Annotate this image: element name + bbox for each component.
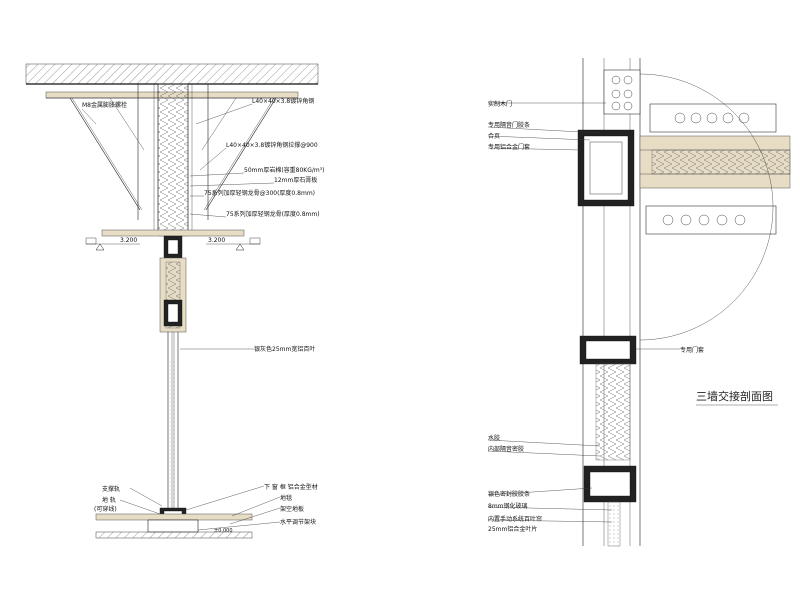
label-louver-inner: 内置手动系统百叶帘 xyxy=(488,515,542,523)
upper-wall-block xyxy=(603,69,641,115)
raised-floor xyxy=(95,513,253,521)
label-door-stop: 专用门套 xyxy=(680,346,704,354)
label-louver: 银灰色25mm宽铝百叶 xyxy=(254,345,315,353)
suspended-floor xyxy=(101,229,245,237)
label-door-seal: 专用隔音门胶条 xyxy=(488,121,530,129)
elev-right-text: 3.200 xyxy=(208,237,225,244)
label-ground-rail: 地 轨 xyxy=(102,496,116,504)
label-ground-rail-note: (可穿线) xyxy=(94,505,117,513)
elevation-marker-right: 3.200 xyxy=(206,237,261,251)
glass-pane xyxy=(170,360,176,508)
label-lower-frame: 下 窗 框 铝合金型材 xyxy=(264,483,318,491)
label-gypsum-board: 12mm厚石膏板 xyxy=(274,176,317,184)
angle-braces xyxy=(69,97,277,211)
upper-wall-insulation xyxy=(157,83,189,237)
label-leveling-block: 水平调节架块 xyxy=(280,518,316,526)
lower-glass xyxy=(607,501,621,547)
label-floor-tile: 地毯 xyxy=(280,494,292,502)
label-sealant: 水胶 xyxy=(488,434,500,442)
floor-slab xyxy=(95,531,253,539)
label-keel: 75系列加厚轻钢龙骨(厚度0.8mm) xyxy=(226,210,320,218)
elevation-marker-left: 3.200 xyxy=(85,237,140,251)
elev-left-text: 3.200 xyxy=(120,237,137,244)
label-rock-wool: 50mm厚岩棉(容重80KG/m³) xyxy=(244,166,325,174)
section-title: 三墙交接剖面图 xyxy=(696,389,773,403)
lower-wall-insulation xyxy=(595,363,631,461)
label-support-rail: 支撑轨 xyxy=(102,485,120,493)
right-section: 实制木门 专用隔音门胶条 合页 专用铝合金门套 专用门套 水胶 内部隔音密胶 银… xyxy=(487,58,791,547)
label-angle-brace: L40×40×3.8镀锌角钢拉撑@900 xyxy=(226,141,318,149)
horizontal-wall-upper xyxy=(649,103,777,133)
label-expansion-bolt: M8金属膨胀螺栓 xyxy=(82,101,127,109)
right-leaders xyxy=(487,102,680,523)
label-raised-floor: 架空地板 xyxy=(280,505,304,513)
label-inner-sound-seal: 内部隔音密胶 xyxy=(488,445,524,453)
horizontal-wall-lower xyxy=(645,205,777,235)
label-hinge: 合页 xyxy=(488,132,500,140)
label-glass: 8mm钢化玻璃 xyxy=(488,502,528,510)
label-angle-steel: L40×40×3.8镀锌角钢 xyxy=(252,97,314,105)
label-keel-300: 75系列加厚轻钢龙骨@300(厚度0.8mm) xyxy=(204,189,315,197)
door-swing-arc xyxy=(639,73,774,341)
elev-floor-text: ±0.000 xyxy=(214,528,233,534)
left-section: 3.200 3.200 ±0.000 M8金属膨胀螺栓 xyxy=(25,63,325,539)
label-alu-leaf: 25mm铝合金叶片 xyxy=(488,525,537,533)
ceiling-slab xyxy=(25,63,319,85)
label-solid-wood-door: 实制木门 xyxy=(488,100,512,108)
label-alu-door-frame: 专用铝合金门套 xyxy=(488,143,530,151)
label-silver-seal: 银色密封胶胶条 xyxy=(488,490,530,498)
left-leaders xyxy=(81,103,281,531)
